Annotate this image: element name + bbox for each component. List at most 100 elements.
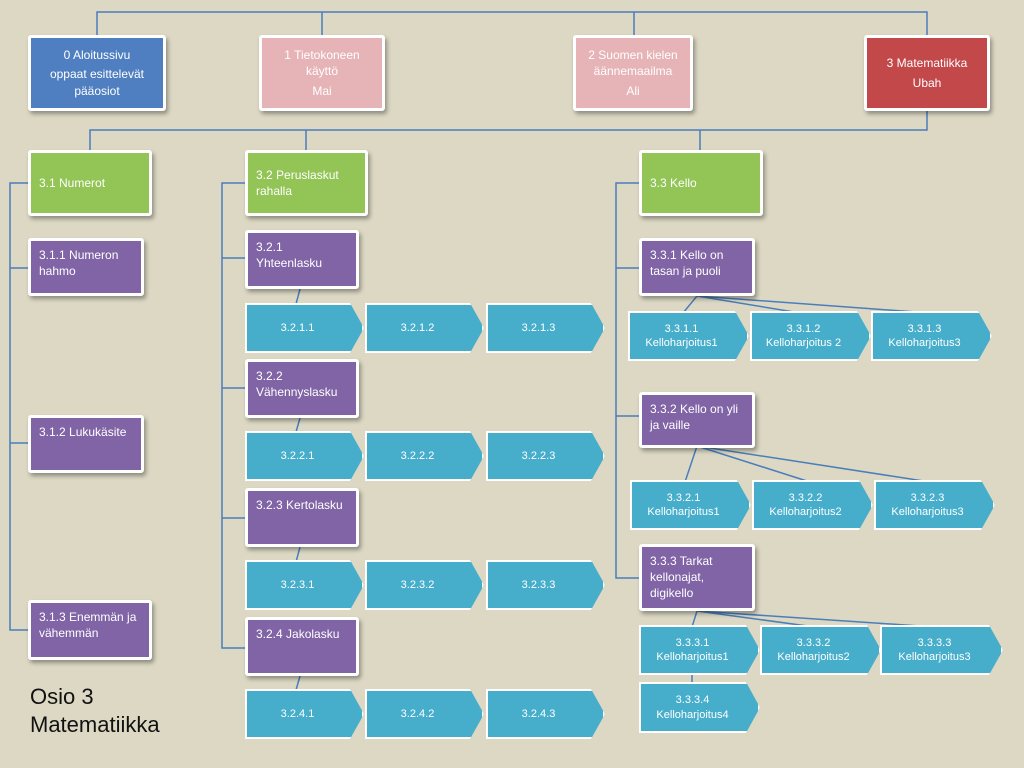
node-3-3-kello[interactable]: 3.3 Kello bbox=[639, 150, 763, 216]
arrow-3-2-2-1[interactable]: 3.2.2.1 bbox=[245, 431, 364, 481]
arrow-3-2-4-3[interactable]: 3.2.4.3 bbox=[486, 689, 605, 739]
arrow-label: Kelloharjoitus3 bbox=[898, 651, 971, 663]
connector-vahennys-row bbox=[295, 417, 301, 433]
arrow-label: 3.2.2.3 bbox=[521, 449, 556, 462]
node-title: 3 Matematiikka bbox=[886, 56, 968, 71]
node-title: 1 Tietokoneen käyttö bbox=[284, 48, 360, 79]
connector-top-bar bbox=[96, 11, 928, 37]
node-3-1-2-lukukasite[interactable]: 3.1.2 Lukukäsite bbox=[28, 415, 144, 473]
arrow-3-3-2-2[interactable]: 3.3.2.2 Kelloharjoitus2 bbox=[752, 480, 873, 530]
node-3-2-4-jakolasku[interactable]: 3.2.4 Jakolasku bbox=[245, 617, 359, 676]
node-label: 3.1.2 Lukukäsite bbox=[39, 425, 127, 439]
arrow-id: 3.3.2.1 bbox=[666, 491, 701, 504]
node-3-2-2-vahennyslasku[interactable]: 3.2.2 Vähennyslasku bbox=[245, 359, 359, 418]
node-title: 0 Aloitussivu bbox=[63, 48, 131, 63]
node-3-matematiikka[interactable]: 3 Matematiikka Ubah bbox=[864, 35, 990, 111]
connector-k1-fan bbox=[682, 295, 931, 314]
node-label: 3.3.3 Tarkat kellonajat, digikello bbox=[650, 554, 713, 601]
arrow-3-3-1-3[interactable]: 3.3.1.3 Kelloharjoitus3 bbox=[871, 311, 992, 361]
arrow-3-3-1-1[interactable]: 3.3.1.1 Kelloharjoitus1 bbox=[628, 311, 749, 361]
arrow-id: 3.3.3.4 bbox=[675, 694, 710, 707]
node-subtitle: oppaat esittelevät pääosiot bbox=[49, 67, 145, 98]
arrow-3-2-4-2[interactable]: 3.2.4.2 bbox=[365, 689, 484, 739]
node-3-3-2-kello-on-yli-ja-vaille[interactable]: 3.3.2 Kello on yli ja vaille bbox=[639, 392, 755, 448]
section-caption: Osio 3 Matematiikka bbox=[30, 683, 160, 739]
node-3-1-numerot[interactable]: 3.1 Numerot bbox=[28, 150, 152, 216]
node-3-2-peruslaskut-rahalla[interactable]: 3.2 Peruslaskut rahalla bbox=[245, 150, 368, 216]
node-subtitle: Mai bbox=[312, 83, 332, 98]
connector-peruslaskut bbox=[221, 182, 247, 649]
arrow-id: 3.3.1.2 bbox=[786, 322, 821, 335]
node-3-1-1-numeron-hahmo[interactable]: 3.1.1 Numeron hahmo bbox=[28, 238, 144, 296]
arrow-label: 3.2.2.1 bbox=[280, 449, 315, 462]
arrow-label: 3.2.4.3 bbox=[521, 707, 556, 720]
arrow-label: Kelloharjoitus1 bbox=[647, 506, 720, 518]
caption-line-2: Matematiikka bbox=[30, 712, 160, 737]
arrow-label: Kelloharjoitus1 bbox=[656, 651, 729, 663]
arrow-3-3-2-3[interactable]: 3.3.2.3 Kelloharjoitus3 bbox=[874, 480, 995, 530]
node-label: 3.2.3 Kertolasku bbox=[256, 498, 343, 512]
arrow-3-3-3-1[interactable]: 3.3.3.1 Kelloharjoitus1 bbox=[639, 625, 760, 675]
arrow-label: Kelloharjoitus1 bbox=[645, 337, 718, 349]
arrow-3-3-2-1[interactable]: 3.3.2.1 Kelloharjoitus1 bbox=[630, 480, 751, 530]
arrow-label: Kelloharjoitus3 bbox=[888, 337, 961, 349]
node-label: 3.3.2 Kello on yli ja vaille bbox=[650, 402, 739, 433]
arrow-3-2-3-2[interactable]: 3.2.3.2 bbox=[365, 560, 484, 610]
arrow-label: Kelloharjoitus2 bbox=[777, 651, 850, 663]
arrow-id: 3.3.3.2 bbox=[796, 636, 831, 649]
arrow-id: 3.3.1.1 bbox=[664, 322, 699, 335]
node-3-1-3-enemman-ja-vahemman[interactable]: 3.1.3 Enemmän ja vähemmän bbox=[28, 600, 152, 660]
arrow-id: 3.3.3.1 bbox=[675, 636, 710, 649]
arrow-3-2-2-2[interactable]: 3.2.2.2 bbox=[365, 431, 484, 481]
arrow-id: 3.3.1.3 bbox=[907, 322, 942, 335]
arrow-label: 3.2.3.3 bbox=[521, 578, 556, 591]
node-3-3-1-kello-on-tasan-ja-puoli[interactable]: 3.3.1 Kello on tasan ja puoli bbox=[639, 238, 755, 296]
node-label: 3.2.4 Jakolasku bbox=[256, 627, 340, 641]
arrow-label: 3.2.1.1 bbox=[280, 321, 315, 334]
arrow-label: 3.2.2.2 bbox=[400, 449, 435, 462]
connector-yhteen-row bbox=[295, 288, 301, 305]
node-label: 3.2.1 Yhteenlasku bbox=[256, 240, 323, 271]
arrow-3-3-3-4[interactable]: 3.3.3.4 Kelloharjoitus4 bbox=[639, 682, 760, 733]
arrow-label: 3.2.4.1 bbox=[280, 707, 315, 720]
arrow-3-2-4-1[interactable]: 3.2.4.1 bbox=[245, 689, 364, 739]
arrow-label: 3.2.4.2 bbox=[400, 707, 435, 720]
arrow-label: Kelloharjoitus 2 bbox=[765, 337, 842, 349]
node-label: 3.3.1 Kello on tasan ja puoli bbox=[650, 248, 724, 279]
node-2-suomen-kielen-aannemaailma[interactable]: 2 Suomen kielen äännemaailma Ali bbox=[573, 35, 693, 111]
node-3-3-3-tarkat-kellonajat-digikello[interactable]: 3.3.3 Tarkat kellonajat, digikello bbox=[639, 544, 755, 611]
arrow-3-2-2-3[interactable]: 3.2.2.3 bbox=[486, 431, 605, 481]
node-0-aloitussivu[interactable]: 0 Aloitussivu oppaat esittelevät pääosio… bbox=[28, 35, 166, 111]
connector-math-down bbox=[89, 110, 928, 150]
arrow-3-2-1-3[interactable]: 3.2.1.3 bbox=[486, 303, 605, 353]
arrow-3-2-3-1[interactable]: 3.2.3.1 bbox=[245, 560, 364, 610]
node-title: 2 Suomen kielen äännemaailma bbox=[588, 48, 678, 79]
arrow-3-2-1-2[interactable]: 3.2.1.2 bbox=[365, 303, 484, 353]
arrow-3-2-1-1[interactable]: 3.2.1.1 bbox=[245, 303, 364, 353]
arrow-id: 3.3.3.3 bbox=[917, 636, 952, 649]
arrow-label: Kelloharjoitus2 bbox=[769, 506, 842, 518]
arrow-3-3-1-2[interactable]: 3.3.1.2 Kelloharjoitus 2 bbox=[750, 311, 871, 361]
arrow-label: 3.2.1.3 bbox=[521, 321, 556, 334]
caption-line-1: Osio 3 bbox=[30, 684, 94, 709]
node-label: 3.1 Numerot bbox=[39, 175, 106, 190]
node-subtitle: Ali bbox=[626, 83, 640, 98]
arrow-id: 3.3.2.3 bbox=[910, 491, 945, 504]
arrow-label: 3.2.3.2 bbox=[400, 578, 435, 591]
arrow-label: Kelloharjoitus4 bbox=[656, 708, 729, 721]
connector-kerto-row bbox=[295, 546, 301, 563]
node-3-2-1-yhteenlasku[interactable]: 3.2.1 Yhteenlasku bbox=[245, 230, 359, 289]
arrow-3-2-3-3[interactable]: 3.2.3.3 bbox=[486, 560, 605, 610]
node-3-2-3-kertolasku[interactable]: 3.2.3 Kertolasku bbox=[245, 488, 359, 547]
node-label: 3.1.1 Numeron hahmo bbox=[39, 248, 119, 279]
connector-jako-row bbox=[295, 675, 301, 691]
arrow-3-3-3-3[interactable]: 3.3.3.3 Kelloharjoitus3 bbox=[880, 625, 1003, 675]
connector-numerot bbox=[9, 182, 30, 631]
node-label: 3.2.2 Vähennyslasku bbox=[256, 369, 338, 400]
arrow-3-3-3-2[interactable]: 3.3.3.2 Kelloharjoitus2 bbox=[760, 625, 881, 675]
node-label: 3.3 Kello bbox=[650, 175, 697, 190]
node-1-tietokoneen-kaytto[interactable]: 1 Tietokoneen käyttö Mai bbox=[259, 35, 385, 111]
arrow-label: Kelloharjoitus3 bbox=[891, 506, 964, 518]
connector-k2-fan bbox=[684, 445, 931, 483]
node-label: 3.1.3 Enemmän ja vähemmän bbox=[39, 610, 137, 641]
